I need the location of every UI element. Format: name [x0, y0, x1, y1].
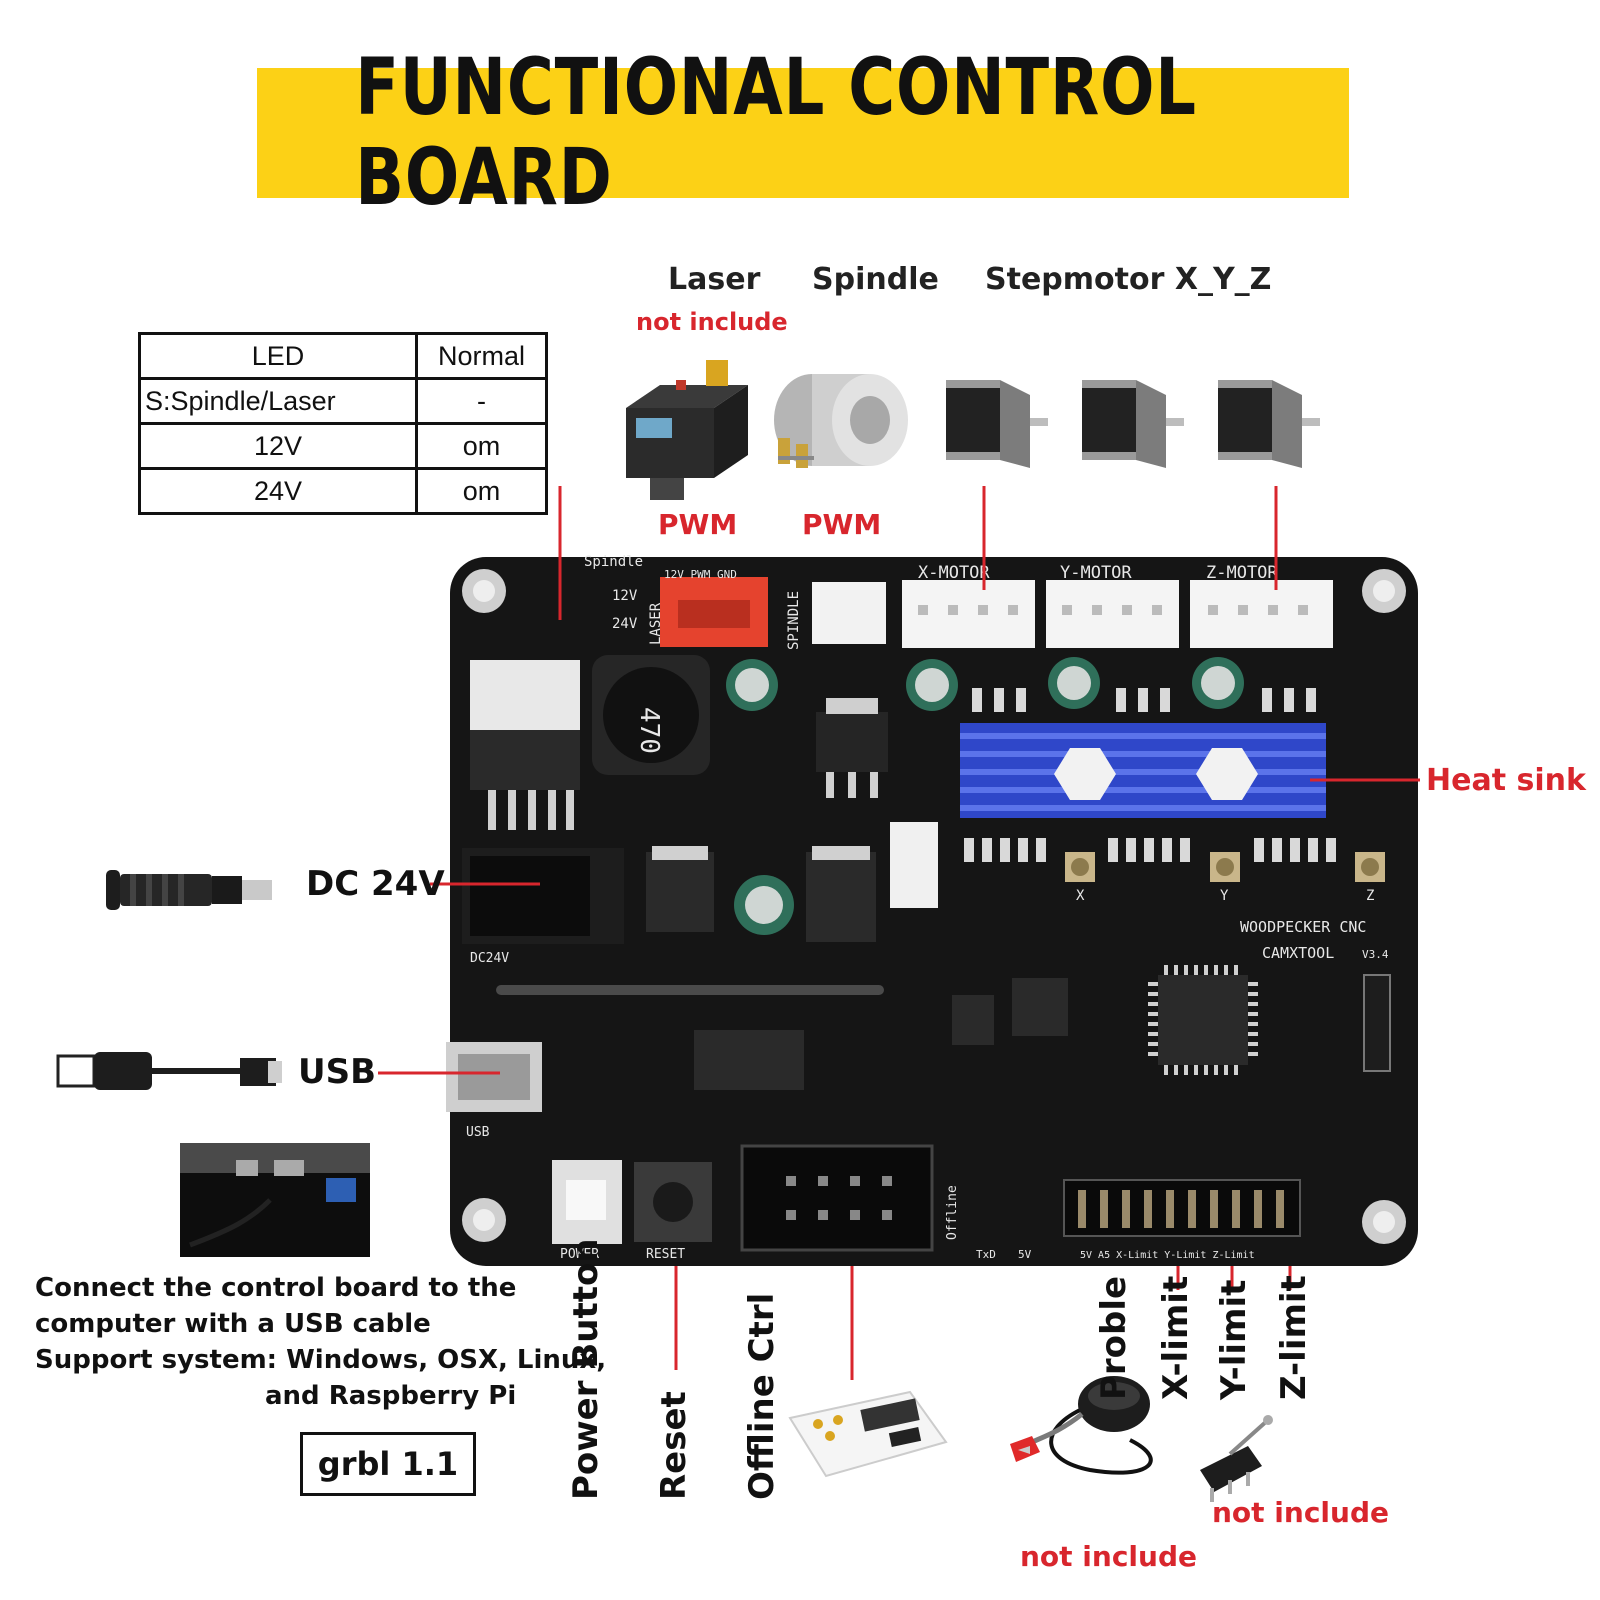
probe-icon: [1010, 1376, 1153, 1475]
stepper-motor-x-icon: [946, 380, 1048, 468]
table-cell: -: [415, 377, 548, 425]
table-header-led: LED: [138, 332, 418, 380]
silk-x-motor: X-MOTOR: [918, 563, 990, 583]
table-header-normal: Normal: [415, 332, 548, 380]
limit-pin-header: [1063, 1179, 1301, 1237]
silk-offline: Offline: [945, 1185, 960, 1240]
stepper-motor-z-icon: [1218, 380, 1320, 468]
silk-5v: 5V: [1018, 1248, 1032, 1261]
table-header-row: LED Normal: [138, 332, 548, 380]
laser-module-icon: [626, 360, 748, 500]
switch-not-included-note: not include: [1212, 1496, 1389, 1529]
leader-lines: [378, 486, 1420, 1380]
silk-laser: LASER: [648, 602, 664, 645]
usb-info-line: and Raspberry Pi: [265, 1381, 517, 1411]
capacitors: [726, 657, 1244, 935]
heat-sink: [960, 723, 1326, 818]
probe-not-included-note: not include: [1020, 1540, 1197, 1573]
silk-z-motor: Z-MOTOR: [1206, 563, 1278, 583]
offline-controller-icon: [788, 1390, 948, 1478]
stepper-motor-y-icon: [1082, 380, 1184, 468]
usb-info-line: Support system: Windows, OSX, Linux,: [35, 1345, 607, 1375]
table-cell: S:Spindle/Laser: [138, 377, 418, 425]
table-row: S:Spindle/Laser -: [138, 377, 548, 425]
table-cell: 12V: [138, 422, 418, 470]
dc-plug-icon: [106, 870, 272, 910]
usb-label: USB: [298, 1052, 377, 1092]
offline-ctrl-header: [740, 1144, 934, 1252]
probe-label: Proble: [1094, 1275, 1134, 1400]
spindle-label: Spindle: [812, 262, 939, 297]
silk-version: V3.4: [1362, 948, 1389, 961]
usb-connection-info: Connect the control board to the compute…: [35, 1270, 606, 1414]
title-banner: [257, 68, 1349, 198]
microcontroller-chip: [1148, 965, 1258, 1075]
laser-not-included-note: not include: [636, 308, 788, 336]
silk-usb: USB: [466, 1125, 490, 1140]
dc-24v-label: DC 24V: [306, 864, 445, 904]
silk-z: Z: [1366, 888, 1374, 904]
firmware-badge: grbl 1.1: [300, 1432, 476, 1496]
silk-brand-woodpecker: WOODPECKER CNC: [1240, 918, 1366, 936]
table-row: 12V om: [138, 422, 548, 470]
silk-pins: 12V PWM GND: [664, 568, 737, 581]
silk-24v: 24V: [612, 616, 638, 632]
heat-sink-label: Heat sink: [1426, 763, 1586, 798]
silk-spindle-vertical: SPINDLE: [786, 591, 802, 650]
laser-label: Laser: [668, 262, 761, 297]
pwm-spindle-label: PWM: [802, 508, 882, 541]
usb-serial-chip: [694, 1030, 804, 1090]
silk-y-motor: Y-MOTOR: [1060, 563, 1132, 583]
stepmotor-label: Stepmotor X_Y_Z: [985, 262, 1272, 297]
table-row: 24V om: [138, 467, 548, 515]
power-button-label: Power Button: [566, 1238, 606, 1500]
usb-cable-icon: [56, 1052, 282, 1090]
led-status-table: LED Normal S:Spindle/Laser - 12V om 24V …: [138, 332, 548, 515]
silk-dc24v: DC24V: [470, 951, 509, 966]
pwm-laser-label: PWM: [658, 508, 738, 541]
silk-x: X: [1076, 888, 1085, 904]
offline-ctrl-label: Offline Ctrl: [742, 1292, 782, 1500]
silk-limit-header: 5V A5 X-Limit Y-Limit Z-Limit: [1080, 1250, 1255, 1261]
silk-inductor: 470: [634, 707, 664, 754]
z-limit-label: Z-limit: [1274, 1275, 1314, 1400]
silk-brand-camxtool: CAMXTOOL: [1262, 944, 1334, 962]
laptop-usb-photo-icon: [180, 1143, 370, 1257]
table-cell: om: [415, 422, 548, 470]
table-cell: om: [415, 467, 548, 515]
silk-spindle: Spindle: [584, 554, 643, 570]
reset-label: Reset: [654, 1391, 694, 1500]
silk-reset: RESET: [646, 1247, 685, 1262]
silk-12v: 12V: [612, 588, 638, 604]
mosfet: [816, 712, 888, 772]
spindle-motor-icon: [774, 374, 908, 468]
silk-y: Y: [1220, 888, 1229, 904]
mounting-holes: [462, 569, 1406, 1244]
spindle-connector: [812, 582, 886, 644]
limit-switch-icon: [1200, 1415, 1273, 1502]
usb-info-line: computer with a USB cable: [35, 1309, 431, 1339]
current-potentiometers: [1065, 852, 1385, 882]
table-cell: 24V: [138, 467, 418, 515]
y-limit-label: Y-limit: [1214, 1279, 1254, 1400]
silk-txd: TxD: [976, 1248, 996, 1261]
regulator-chip: [470, 660, 580, 730]
x-limit-label: X-limit: [1156, 1275, 1196, 1400]
silk-power: POWER: [560, 1247, 599, 1262]
usb-info-line: Connect the control board to the: [35, 1273, 517, 1303]
